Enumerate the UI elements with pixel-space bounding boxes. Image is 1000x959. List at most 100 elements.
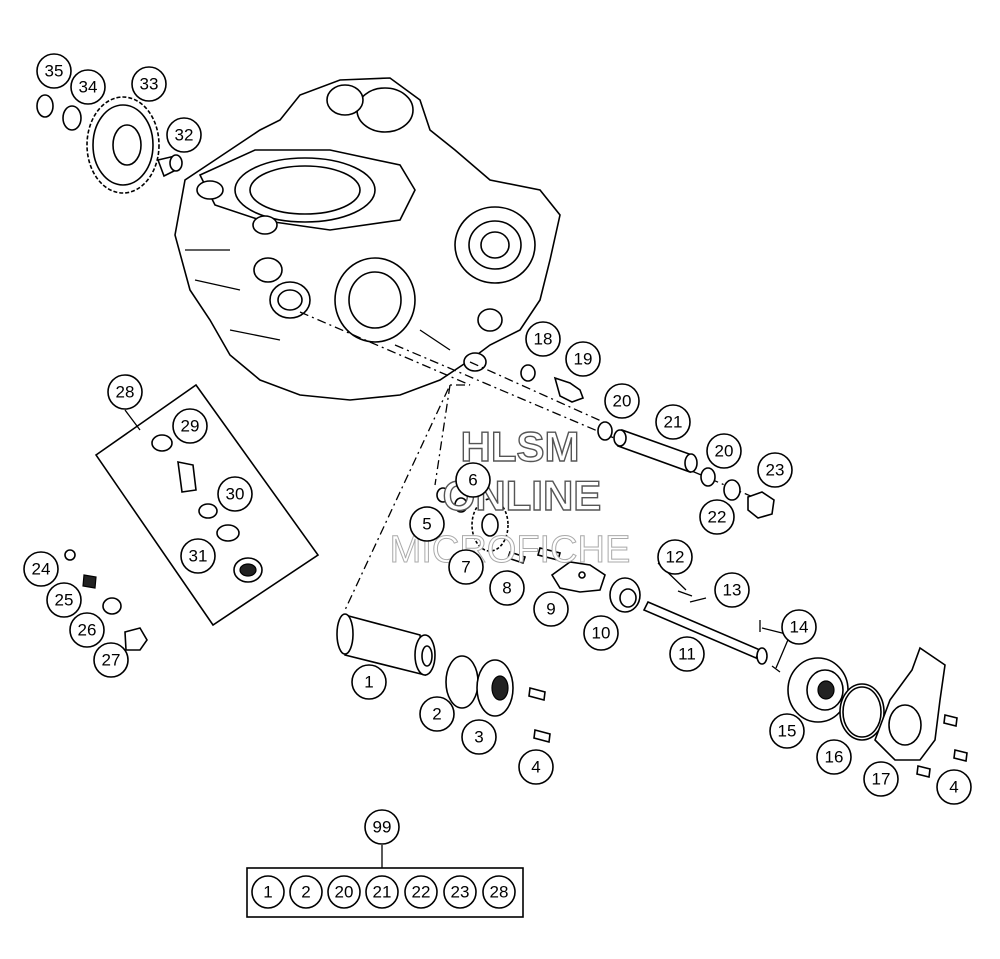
svg-text:21: 21: [664, 413, 683, 432]
callout-22[interactable]: 22: [699, 499, 735, 535]
svg-text:13: 13: [723, 581, 742, 600]
rotor-10: [609, 577, 641, 613]
svg-text:34: 34: [79, 78, 98, 97]
plate-9: [550, 561, 606, 593]
svg-text:28: 28: [116, 383, 135, 402]
callout-27[interactable]: 27: [93, 642, 129, 678]
kit-item-22[interactable]: 22: [404, 875, 438, 909]
callout-7[interactable]: 7: [448, 549, 484, 585]
callout-4a[interactable]: 4: [518, 749, 554, 785]
svg-text:31: 31: [189, 547, 208, 566]
svg-text:17: 17: [872, 770, 891, 789]
callout-8[interactable]: 8: [489, 570, 525, 606]
svg-text:2: 2: [301, 883, 310, 902]
callout-15[interactable]: 15: [769, 713, 805, 749]
callout-17[interactable]: 17: [863, 761, 899, 797]
plug-23: [747, 491, 775, 519]
pin-8: [506, 547, 561, 565]
pump-rotor-15: [787, 657, 849, 723]
svg-text:22: 22: [708, 508, 727, 527]
callout-23[interactable]: 23: [757, 452, 793, 488]
screw-19: [553, 376, 585, 403]
kit-box-28: [94, 383, 320, 627]
screws-4a: [528, 686, 551, 744]
svg-text:5: 5: [422, 515, 431, 534]
svg-text:33: 33: [140, 75, 159, 94]
callout-10[interactable]: 10: [583, 615, 619, 651]
svg-text:23: 23: [766, 461, 785, 480]
cover-17: [874, 646, 946, 761]
svg-text:1: 1: [364, 673, 373, 692]
svg-text:10: 10: [592, 624, 611, 643]
pins-14: [759, 620, 781, 673]
callout-26[interactable]: 26: [69, 612, 105, 648]
callout-99[interactable]: 99: [364, 809, 400, 845]
callout-20a[interactable]: 20: [604, 383, 640, 419]
callout-24[interactable]: 24: [23, 551, 59, 587]
callout-3[interactable]: 3: [461, 719, 497, 755]
callout-2[interactable]: 2: [419, 696, 455, 732]
callout-4b[interactable]: 4: [936, 769, 972, 805]
callout-30[interactable]: 30: [217, 476, 253, 512]
callout-5[interactable]: 5: [409, 506, 445, 542]
callout-29[interactable]: 29: [172, 408, 208, 444]
callout-31[interactable]: 31: [180, 538, 216, 574]
svg-text:22: 22: [412, 883, 431, 902]
kit-99-box: 1 2 20 21 22 23 28: [246, 867, 524, 918]
watermark: HLSM ONLINE MICROFICHE: [389, 422, 631, 571]
svg-text:32: 32: [175, 126, 194, 145]
callout-18[interactable]: 18: [525, 321, 561, 357]
svg-text:1: 1: [263, 883, 272, 902]
callout-32[interactable]: 32: [166, 117, 202, 153]
cover-3: [476, 659, 514, 717]
watermark-line1: HLSM: [461, 423, 580, 470]
callout-11[interactable]: 11: [669, 636, 705, 672]
callout-19[interactable]: 19: [565, 341, 601, 377]
svg-text:4: 4: [949, 778, 958, 797]
svg-text:30: 30: [226, 485, 245, 504]
circlip-35: [36, 94, 54, 118]
svg-text:8: 8: [502, 579, 511, 598]
bushing-32: [156, 154, 183, 178]
kit-item-23[interactable]: 23: [443, 875, 477, 909]
callout-34[interactable]: 34: [70, 69, 106, 105]
screws-4b: [916, 714, 968, 778]
svg-text:18: 18: [534, 330, 553, 349]
callout-1[interactable]: 1: [351, 664, 387, 700]
gear-33: [86, 96, 160, 194]
kit-item-20[interactable]: 20: [327, 875, 361, 909]
shaft-21: [613, 428, 698, 474]
svg-text:4: 4: [531, 758, 540, 777]
o-ring-22: [723, 479, 741, 501]
svg-text:12: 12: [666, 548, 685, 567]
svg-text:2: 2: [432, 705, 441, 724]
kit-item-1[interactable]: 1: [251, 875, 285, 909]
kit-item-2[interactable]: 2: [289, 875, 323, 909]
callout-13[interactable]: 13: [714, 572, 750, 608]
svg-text:21: 21: [373, 883, 392, 902]
install-lines: [299, 311, 761, 611]
callout-16[interactable]: 16: [816, 739, 852, 775]
svg-text:35: 35: [45, 62, 64, 81]
callout-9[interactable]: 9: [533, 591, 569, 627]
callout-12[interactable]: 12: [657, 539, 693, 575]
callout-33[interactable]: 33: [131, 66, 167, 102]
svg-text:7: 7: [461, 558, 470, 577]
svg-text:20: 20: [613, 392, 632, 411]
kit-item-21[interactable]: 21: [365, 875, 399, 909]
svg-text:99: 99: [373, 818, 392, 837]
callout-35[interactable]: 35: [36, 53, 72, 89]
svg-text:6: 6: [468, 471, 477, 490]
callout-6[interactable]: 6: [455, 462, 491, 498]
callout-20b[interactable]: 20: [706, 433, 742, 469]
svg-text:9: 9: [546, 600, 555, 619]
svg-text:20: 20: [715, 442, 734, 461]
callout-25[interactable]: 25: [46, 582, 82, 618]
pin-12: [677, 590, 693, 597]
callout-28[interactable]: 28: [107, 374, 143, 410]
callout-21[interactable]: 21: [655, 404, 691, 440]
callout-14[interactable]: 14: [781, 609, 817, 645]
kit-item-28[interactable]: 28: [482, 875, 516, 909]
washer-5: [436, 487, 450, 503]
washer-18: [520, 364, 536, 382]
